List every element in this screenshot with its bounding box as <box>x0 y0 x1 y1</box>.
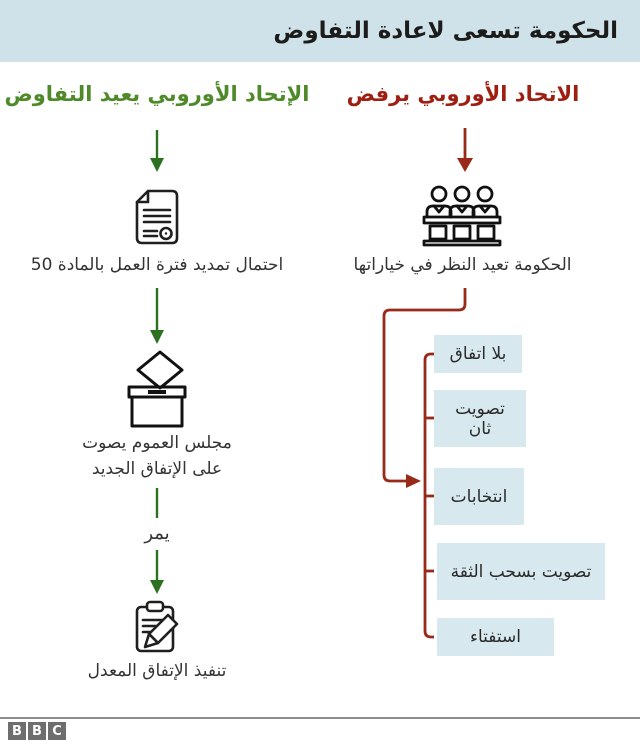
header-band: الحكومة تسعى لاعادة التفاوض <box>0 0 640 62</box>
bbc-logo-block: B <box>28 722 46 740</box>
red-down-arrow <box>457 128 473 172</box>
red-flow-connector <box>382 288 467 488</box>
option-label: انتخابات <box>450 486 508 507</box>
option-box-second-vote: تصويت ثان <box>434 390 526 447</box>
green-down-arrow-1 <box>150 130 164 172</box>
green-down-arrow-2 <box>150 288 164 344</box>
option-box-no-deal: بلا اتفاق <box>434 335 522 373</box>
option-label: بلا اتفاق <box>449 344 507 364</box>
bbc-logo: B B C <box>8 722 66 740</box>
option-box-elections: انتخابات <box>434 468 524 525</box>
document-seal-icon <box>133 188 181 246</box>
left-column-title: الإتحاد الأوروبي يعيد التفاوض <box>4 82 310 106</box>
option-label: تصويت ثان <box>455 398 505 439</box>
right-step1-label: الحكومة تعيد النظر في خياراتها <box>353 255 572 275</box>
clipboard-pencil-icon <box>132 600 182 654</box>
option-box-no-confidence-vote: تصويت بسحب الثقة <box>437 543 605 600</box>
pass-label: يمر <box>144 523 170 544</box>
page-title: الحكومة تسعى لاعادة التفاوض <box>273 18 618 44</box>
red-options-spine <box>423 352 434 639</box>
ballot-box-icon <box>124 350 190 428</box>
parliament-icon <box>422 183 502 247</box>
option-label: استفتاء <box>470 627 521 647</box>
bbc-logo-block: B <box>8 722 26 740</box>
option-label: تصويت بسحب الثقة <box>450 561 592 582</box>
right-column-title: الاتحاد الأوروبي يرفض <box>346 82 580 106</box>
left-step2-label: مجلس العموم يصوت على الإتفاق الجديد <box>82 433 232 480</box>
left-step3-label: تنفيذ الإتفاق المعدل <box>87 661 227 681</box>
bbc-logo-block: C <box>48 722 66 740</box>
option-box-referendum: استفتاء <box>437 618 554 656</box>
footer-divider <box>0 717 640 719</box>
left-step1-label: احتمال تمديد فترة العمل بالمادة 50 <box>30 255 284 275</box>
